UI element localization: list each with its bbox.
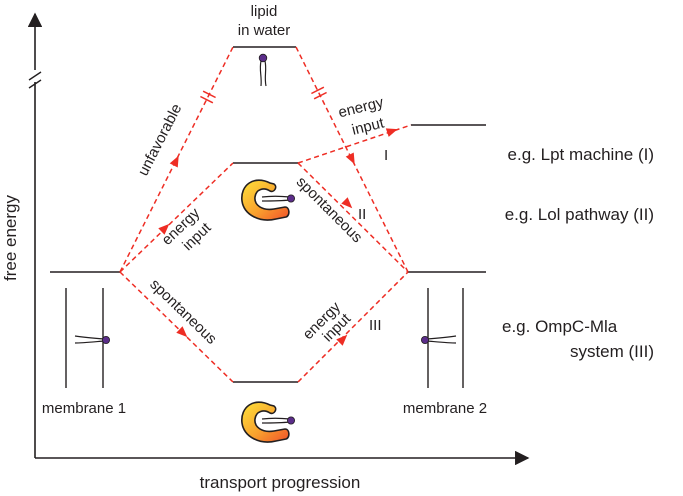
- spontaneous-low-label: spontaneous: [146, 276, 220, 348]
- arrowhead-lpt-descent: [345, 152, 355, 165]
- path-lol-to-lpt: [297, 124, 412, 164]
- lipid-in-water-icon: [258, 53, 268, 87]
- arrowhead-lol-spontaneous: [341, 197, 353, 209]
- roman-III-label: III: [369, 317, 382, 334]
- pathway-mla-label-line2: system (III): [570, 342, 654, 361]
- roman-I-label: I: [384, 147, 388, 164]
- axes: free energy transport progression: [1, 12, 530, 492]
- path-mla-to-m2: [297, 271, 409, 383]
- break-mark-right: [311, 86, 327, 100]
- x-axis-label: transport progression: [200, 473, 361, 492]
- lipid-icon-membrane-1: [74, 335, 111, 344]
- pathway-lol-label: e.g. Lol pathway (II): [505, 205, 654, 224]
- y-axis-break-mark-2: [28, 79, 42, 89]
- pathway-mla-label-line1: e.g. OmpC-Mla: [502, 317, 618, 336]
- pathway-lpt-label: e.g. Lpt machine (I): [508, 145, 654, 164]
- membrane-2: [420, 288, 464, 388]
- lipid-water-label-line1: lipid: [251, 3, 278, 20]
- protein-carrier-icon-lol: [241, 179, 296, 221]
- arrowhead-unfavorable: [169, 155, 179, 168]
- break-mark-left: [200, 90, 216, 104]
- protein-carrier-icon-mla: [241, 401, 296, 443]
- roman-II-label: II: [358, 206, 366, 223]
- membrane-1: [65, 288, 111, 388]
- spontaneous-mid-label: spontaneous: [293, 173, 366, 246]
- arrowhead-lol-input: [158, 223, 170, 235]
- y-axis-break-mark-1: [28, 71, 42, 81]
- path-m1-to-lol: [119, 162, 234, 273]
- path-m1-to-mla: [119, 271, 234, 383]
- y-axis-label: free energy: [1, 195, 20, 281]
- membrane-1-label: membrane 1: [42, 400, 126, 417]
- arrowhead-mla-spontaneous: [176, 326, 188, 338]
- energy-levels: [50, 46, 486, 383]
- arrowhead-lpt-input: [385, 128, 398, 137]
- arrowhead-mla-input: [336, 334, 348, 346]
- lipid-icon-membrane-2: [420, 335, 457, 344]
- pathways: [119, 46, 412, 383]
- membrane-2-label: membrane 2: [403, 400, 487, 417]
- lipid-water-label-line2: in water: [238, 22, 291, 39]
- pathway-examples: e.g. Lpt machine (I) e.g. Lol pathway (I…: [502, 145, 654, 361]
- path-lol-to-m2: [297, 162, 409, 273]
